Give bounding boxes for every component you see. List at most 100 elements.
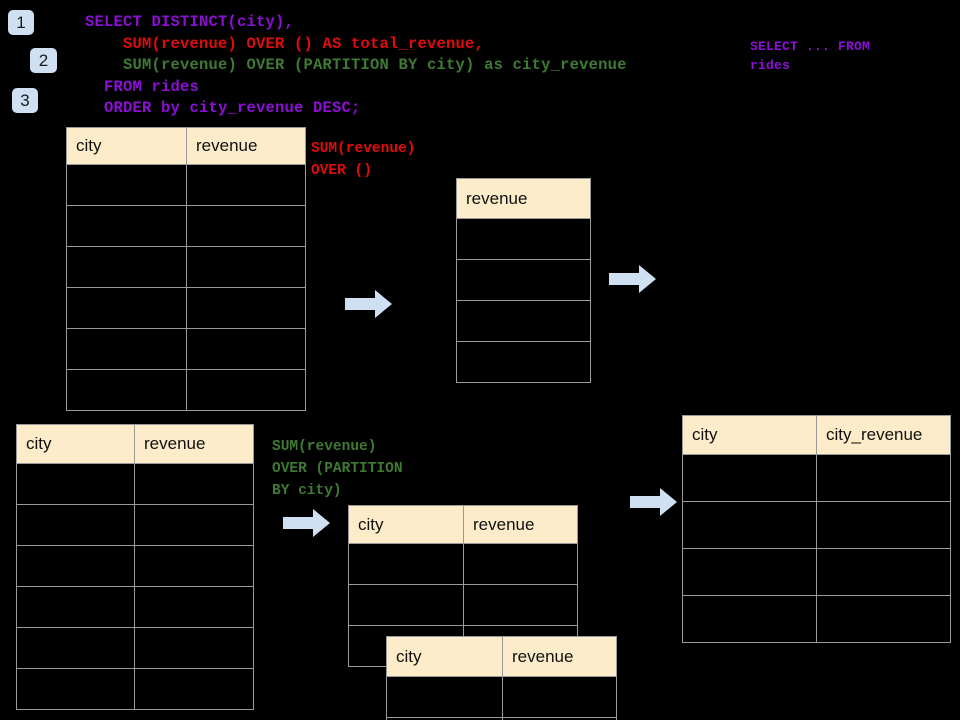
table-cell — [816, 548, 951, 596]
sql-line-3: SUM(revenue) OVER (PARTITION BY city) as… — [85, 56, 627, 74]
total-revenue-table: revenue — [456, 178, 591, 383]
table-cell — [186, 164, 306, 206]
table-row — [348, 543, 578, 585]
table-row — [456, 259, 591, 301]
table-row — [456, 300, 591, 342]
table-cell — [386, 676, 503, 718]
table-cell — [186, 328, 306, 370]
table-cell — [186, 246, 306, 288]
table-cell — [66, 164, 187, 206]
sum-over-empty-label: SUM(revenue) OVER () — [311, 141, 416, 179]
table-cell — [16, 668, 135, 710]
arrow-glyph-icon — [283, 509, 330, 537]
table-cell — [502, 717, 617, 720]
table-cell — [682, 454, 817, 502]
sql-line-2: SUM(revenue) OVER () AS total_revenue, — [85, 34, 485, 53]
table-cell — [463, 543, 578, 585]
table-row — [66, 369, 306, 411]
step-badge-1: 1 — [8, 10, 34, 35]
sql-side-note-line-1: SELECT ... FROM — [750, 39, 871, 54]
table-row — [682, 595, 951, 643]
table-row — [66, 205, 306, 247]
sql-line-5: ORDER by city_revenue DESC; — [85, 99, 361, 117]
table-cell — [816, 501, 951, 549]
table-cell — [816, 454, 951, 502]
table-cell — [456, 300, 591, 342]
table-cell — [16, 627, 135, 669]
sql-side-note-line-2: rides — [750, 58, 791, 73]
table-row — [682, 501, 951, 549]
table-row — [456, 341, 591, 383]
table-cell — [134, 545, 254, 587]
sql-query-block: SELECT DISTINCT(city), SUM(revenue) OVER… — [85, 12, 627, 120]
step-badge-3: 3 — [12, 88, 38, 113]
column-header-revenue: revenue — [134, 424, 254, 464]
table-row — [16, 627, 254, 669]
table-row — [66, 328, 306, 370]
table-cell — [348, 543, 464, 585]
table-cell — [66, 369, 187, 411]
table-cell — [186, 369, 306, 411]
arrow-source-to-partition — [283, 509, 330, 537]
table-cell — [134, 463, 254, 505]
table-cell — [134, 668, 254, 710]
table-row — [16, 545, 254, 587]
column-header-city: city — [16, 424, 135, 464]
table-cell — [502, 676, 617, 718]
arrow-glyph-icon — [345, 290, 392, 318]
table-row — [348, 584, 578, 626]
table-cell — [16, 545, 135, 587]
table-cell — [463, 584, 578, 626]
table-cell — [66, 246, 187, 288]
column-header-revenue: revenue — [502, 636, 617, 677]
table-row — [682, 454, 951, 502]
table-row — [16, 586, 254, 628]
table-row — [16, 504, 254, 546]
table-cell — [682, 548, 817, 596]
arrow-total-to-result — [609, 265, 656, 293]
table-row — [66, 164, 306, 206]
table-header-row: revenue — [456, 178, 591, 219]
arrow-source-to-total — [345, 290, 392, 318]
column-header-city_revenue: city_revenue — [816, 415, 951, 455]
table-cell — [66, 287, 187, 329]
arrow-glyph-icon — [630, 488, 677, 516]
table-cell — [816, 595, 951, 643]
table-row — [16, 668, 254, 710]
sql-side-note: SELECT ... FROM rides — [750, 37, 870, 75]
table-cell — [682, 595, 817, 643]
table-cell — [682, 501, 817, 549]
table-cell — [186, 205, 306, 247]
table-cell — [134, 504, 254, 546]
column-header-city: city — [682, 415, 817, 455]
table-cell — [66, 205, 187, 247]
column-header-revenue: revenue — [463, 505, 578, 544]
table-cell — [16, 504, 135, 546]
arrow-partition-to-result — [630, 488, 677, 516]
table-cell — [134, 586, 254, 628]
sql-line-4: FROM rides — [85, 77, 200, 96]
arrow-glyph-icon — [609, 265, 656, 293]
table-row — [16, 463, 254, 505]
table-cell — [348, 584, 464, 626]
sum-over-partition-label: SUM(revenue) OVER (PARTITION BY city) — [272, 439, 403, 499]
table-cell — [16, 463, 135, 505]
table-row — [682, 548, 951, 596]
table-row — [66, 287, 306, 329]
table-cell — [16, 586, 135, 628]
column-header-city: city — [386, 636, 503, 677]
table-cell — [456, 218, 591, 260]
sql-line-1: SELECT DISTINCT(city), — [85, 13, 295, 31]
table-row — [456, 218, 591, 260]
table-cell — [456, 341, 591, 383]
table-row — [386, 676, 617, 718]
